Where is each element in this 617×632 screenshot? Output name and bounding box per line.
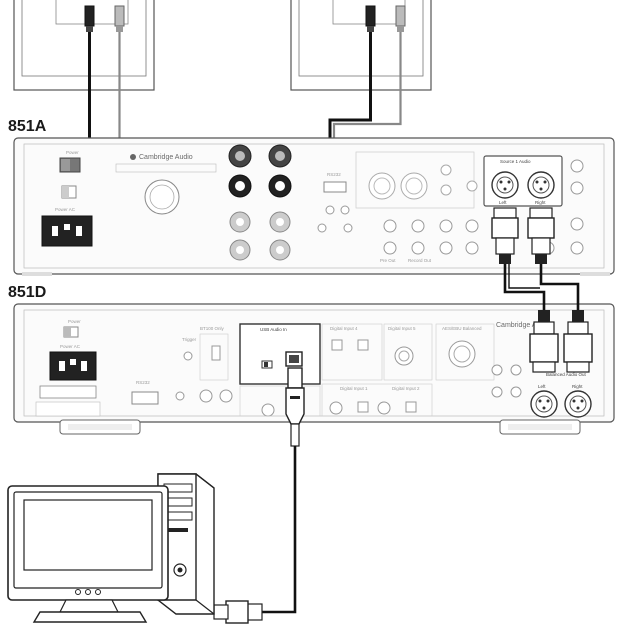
right-speaker-terminal-black xyxy=(365,5,376,32)
851a-rca-row: Pre Out Record Out xyxy=(380,219,555,263)
computer-monitor xyxy=(7,485,169,623)
851d-digital-input-4-label: Digital Input 4 xyxy=(330,326,358,331)
851a-xlr-plug-right xyxy=(527,207,555,264)
851a-mains-socket xyxy=(41,215,93,247)
851d-mains-socket xyxy=(49,351,97,381)
851a-xlr-plug-left xyxy=(491,207,519,264)
851d-rs232: RS232 xyxy=(131,380,159,405)
851a-power-section: Power Power AC xyxy=(41,150,93,247)
851a-pre-out-label: Pre Out xyxy=(380,258,396,263)
851a-brand-text: Cambridge Audio xyxy=(139,154,193,161)
851d-usb-audio-label: USB Audio In xyxy=(260,327,287,332)
851d-digital-input-1-label: Digital Input 1 xyxy=(340,386,368,391)
851d-trigger-label: Trigger xyxy=(182,337,197,342)
left-speaker-terminal-grey xyxy=(114,5,125,32)
851d-balanced-out-label: Balanced Audio Out xyxy=(546,372,587,377)
851a-rca-right xyxy=(570,159,584,255)
right-speaker-terminal-grey xyxy=(395,5,406,32)
851a-speaker-posts-b xyxy=(229,211,291,261)
851a-speaker-posts-a xyxy=(228,144,292,198)
851d-xlr-plug-right xyxy=(563,310,593,373)
851d-trigger-bt: Trigger BT100 Only xyxy=(175,326,233,403)
851a-brand-area: Cambridge Audio xyxy=(115,154,217,215)
851d-left-label: Left xyxy=(538,384,546,389)
usb-a-plug xyxy=(213,600,263,624)
851a-left-label: Left xyxy=(499,200,507,205)
851a-source1-label: Source 1 Audio xyxy=(500,159,531,164)
851a-power-label: Power xyxy=(66,150,79,155)
851a-power-ac-label: Power AC xyxy=(55,207,76,212)
851d-brand-text: Cambridge Audio xyxy=(496,322,550,329)
851d-balanced-out: Cambridge Audio Left Right Balanced Audi… xyxy=(491,322,592,418)
left-speaker xyxy=(13,0,155,91)
label-851d: 851D xyxy=(8,284,46,301)
usb-b-plug xyxy=(285,367,305,447)
left-speaker-terminal-black xyxy=(84,5,95,32)
851d-digital-input-2-label: Digital Input 2 xyxy=(392,386,420,391)
851d-xlr-plug-left xyxy=(529,310,559,373)
851a-source1-balanced: Source 1 Audio Left Right xyxy=(483,155,563,207)
851d-digital-input-5-label: Digital Input 5 xyxy=(388,326,416,331)
851a-record-out-label: Record Out xyxy=(408,258,432,263)
851d-usb-audio-panel: USB Audio In xyxy=(239,323,321,385)
851a-xlr-faint xyxy=(355,151,478,209)
851a-rs232: RS232 xyxy=(317,172,353,233)
usb-cable xyxy=(262,446,297,614)
851d-aes-label: AES/EBU Balanced xyxy=(442,326,482,331)
xlr-cable-left xyxy=(503,264,546,310)
851d-rs232-label: RS232 xyxy=(136,380,150,385)
monitor-screen xyxy=(23,499,153,571)
851a-rs232-label: RS232 xyxy=(327,172,341,177)
right-speaker xyxy=(290,0,432,91)
851d-right-label: Right xyxy=(572,384,583,389)
851d-power-section: Power Power AC xyxy=(35,319,101,417)
851d-bt100-label: BT100 Only xyxy=(200,326,225,331)
851a-right-label: Right xyxy=(535,200,546,205)
851d-power-ac-label: Power AC xyxy=(60,344,81,349)
xlr-cable-right xyxy=(539,264,580,310)
851d-digital-inputs: Digital Input 4 Digital Input 5 AES/EBU … xyxy=(239,323,495,417)
851d-power-label: Power xyxy=(68,319,81,324)
label-851a: 851A xyxy=(8,118,47,135)
